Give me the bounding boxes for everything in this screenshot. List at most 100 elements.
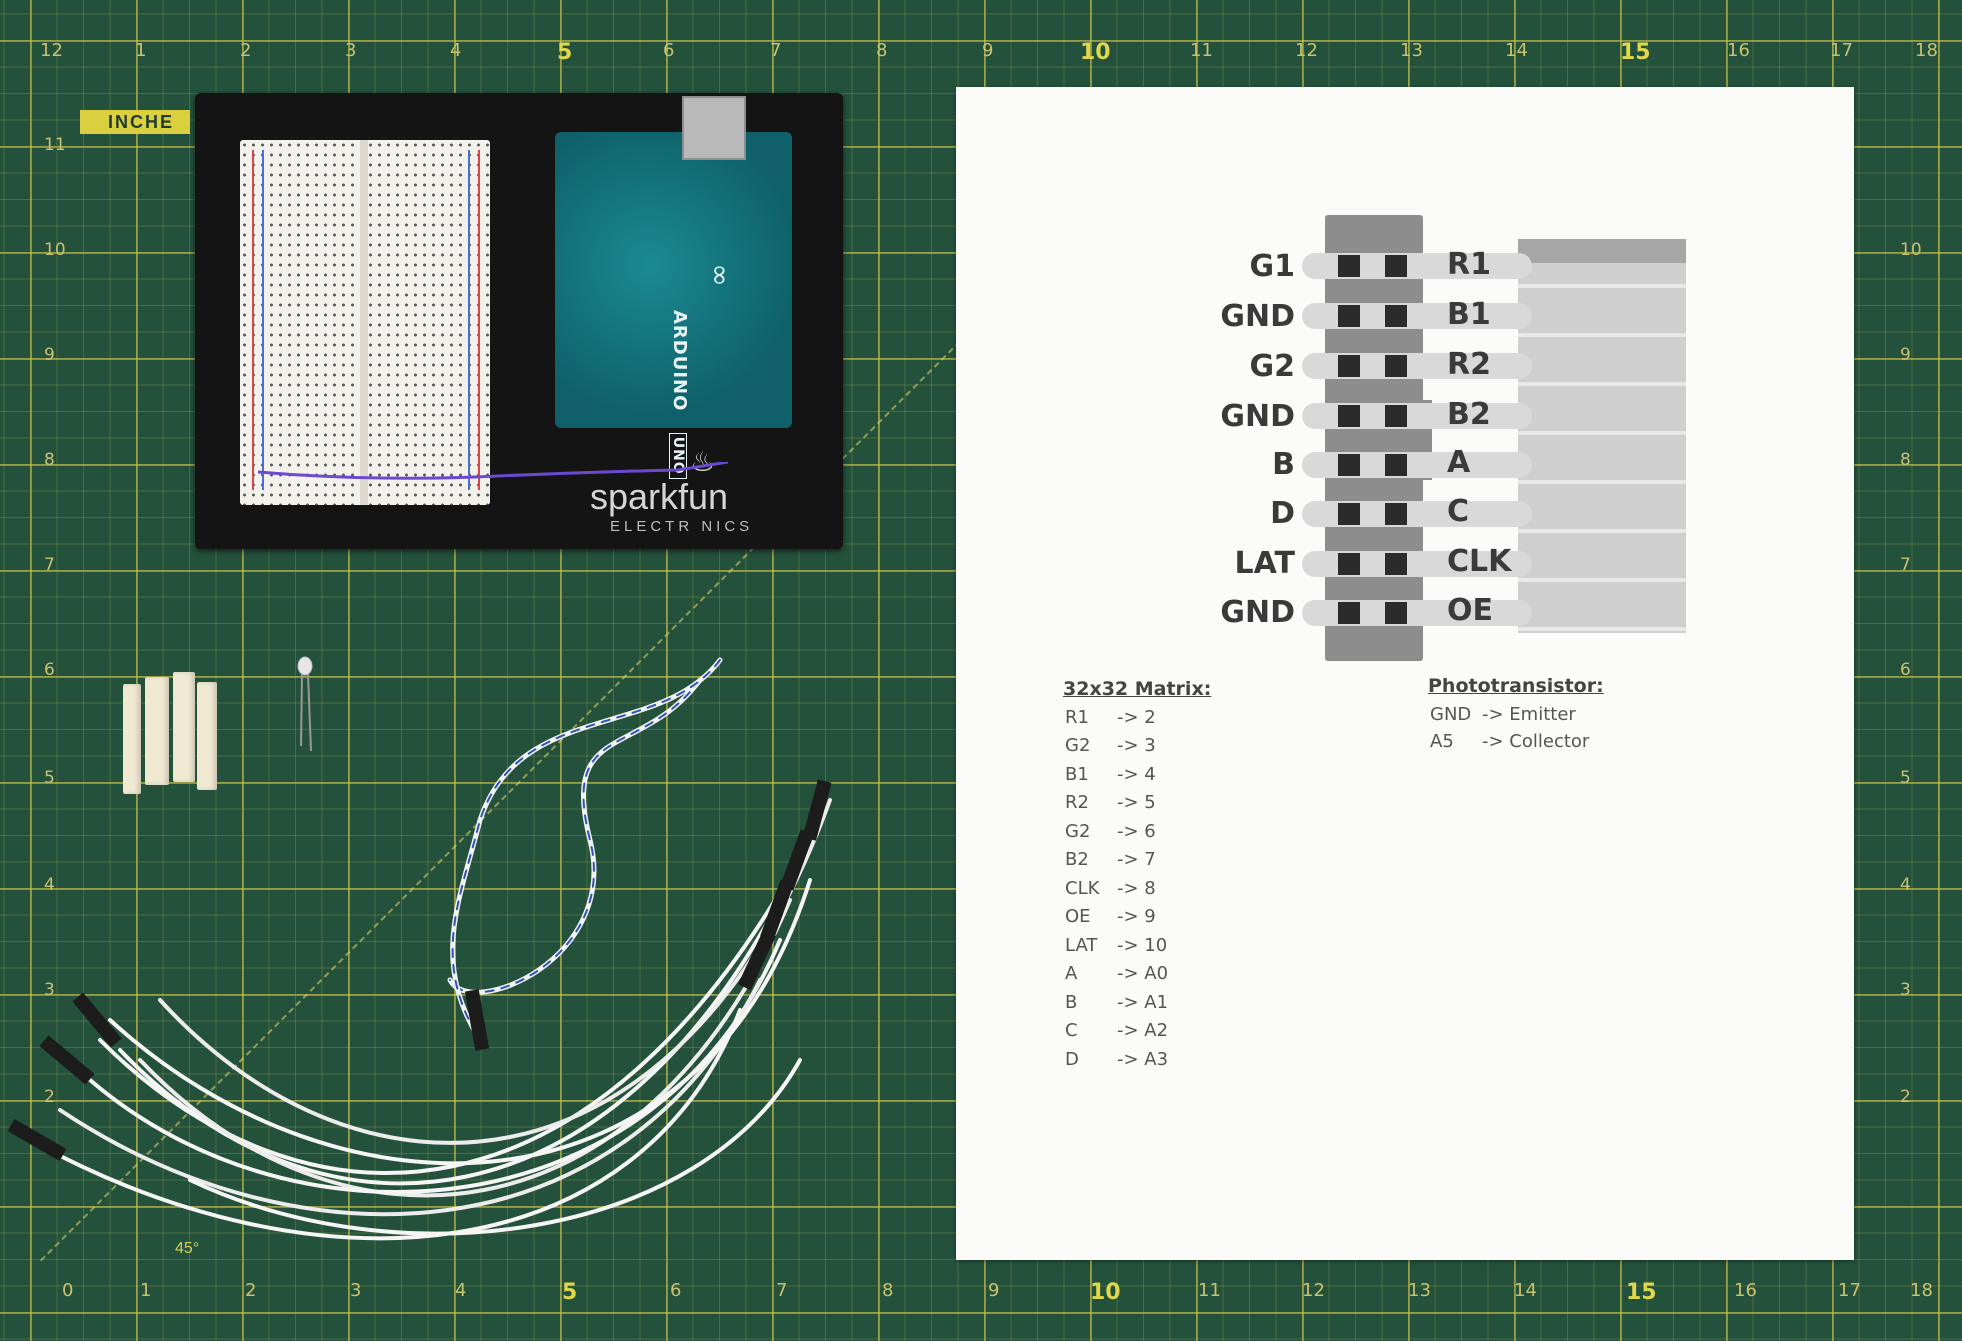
pin-label-left: G2 [1249,349,1296,384]
ruler-bottom-mark: 2 [245,1280,257,1301]
pin-label-left: G1 [1249,249,1296,284]
ribbon-cable [1518,239,1686,633]
header-pin [1385,255,1407,277]
matrix-signal: CLK [1065,878,1100,899]
usb-port [682,96,746,160]
header-pin [1338,553,1360,575]
matrix-signal: G2 [1065,821,1091,842]
phototransistor-pin: -> Emitter [1482,704,1576,725]
header-pin [1385,405,1407,427]
breadboard-power-rail [252,150,254,490]
header-pin [1385,602,1407,624]
pin-label-left: D [1270,496,1295,531]
ruler-bottom-mark: 7 [776,1280,788,1301]
matrix-pin: -> 10 [1117,935,1168,956]
matrix-map-row: A-> A0 [1065,963,1168,984]
brand-subtitle: ELECTR NICS [610,518,754,535]
ruler-left-mark: 9 [44,345,55,365]
matrix-map-row: D-> A3 [1065,1049,1168,1070]
header-pin [1338,355,1360,377]
ruler-bottom-mark: 14 [1514,1280,1537,1301]
ruler-top-mark: 14 [1505,40,1528,61]
ruler-bottom: 0 1 2 3 4 5 6 7 8 9 10 11 12 13 14 15 16… [30,1280,1933,1306]
matrix-map-row: G2 -> 3 [1065,735,1156,756]
pin-label-right: OE [1447,593,1493,628]
ruler-left-mark: 6 [44,660,55,680]
ruler-top-mark: 11 [1190,40,1213,61]
ruler-top-mark: 12 [40,40,63,61]
ruler-top-mark: 5 [557,40,573,65]
matrix-pin: -> 7 [1117,849,1156,870]
matrix-map-row: B-> A1 [1065,992,1168,1013]
ruler-left-mark: 4 [44,875,55,895]
ruler-bottom-mark: 8 [882,1280,894,1301]
breadboard-power-rail [478,150,480,490]
matrix-signal: G2 [1065,735,1091,756]
ruler-top-mark: 16 [1727,40,1750,61]
matrix-signal: D [1065,1049,1079,1070]
matrix-map-row: R2-> 5 [1065,792,1156,813]
breadboard-center-gap [360,140,368,505]
matrix-pin: -> 4 [1117,764,1156,785]
ruler-left-mark: 5 [44,768,55,788]
jumper-wires [7,657,832,1241]
matrix-map-row: OE-> 9 [1065,906,1156,927]
sparkfun-flame-icon: ♨ [690,445,716,478]
ruler-right-mark: 10 [1900,240,1922,260]
ruler-top-mark: 6 [663,40,675,61]
arduino-board [555,132,792,428]
pin-label-right: C [1447,494,1470,529]
ruler-right-mark: 5 [1900,768,1911,788]
inches-tag: INCHE [80,110,190,134]
matrix-section-title: 32x32 Matrix: [1063,678,1212,700]
ruler-bottom-mark: 3 [350,1280,362,1301]
ruler-bottom-mark: 17 [1838,1280,1861,1301]
ruler-left-mark: 7 [44,555,55,575]
ruler-left-mark: 3 [44,980,55,1000]
phototransistor-section-title: Phototransistor: [1428,675,1604,697]
ruler-bottom-mark: 15 [1626,1280,1657,1305]
ruler-top-mark: 1 [135,40,147,61]
header-pin [1385,355,1407,377]
matrix-map-row: CLK -> 8 [1065,878,1156,899]
pin-label-right: CLK [1447,544,1512,579]
matrix-map-row: LAT-> 10 [1065,935,1167,956]
nylon-standoff [145,677,169,785]
matrix-pin: -> 2 [1117,707,1156,728]
header-pin [1338,602,1360,624]
breadboard-ground-rail [468,150,470,490]
pin-label-left: LAT [1234,546,1295,581]
angle-label: 45° [175,1240,200,1257]
pin-label-right: R1 [1447,247,1491,282]
matrix-signal: B1 [1065,764,1089,785]
ruler-left-mark: 2 [44,1087,55,1107]
purple-jumper-wire [258,462,728,480]
ruler-top-mark: 18 [1915,40,1938,61]
ruler-top-mark: 2 [240,40,252,61]
matrix-pin: -> A1 [1117,992,1169,1013]
ruler-top-mark: 9 [982,40,994,61]
matrix-signal: B2 [1065,849,1089,870]
pin-label-right: R2 [1447,347,1491,382]
matrix-map-row: G2-> 6 [1065,821,1156,842]
nylon-standoff [197,682,217,790]
header-pin [1338,305,1360,327]
brand-name: sparkfun [590,476,729,517]
ruler-top: 12 1 2 3 4 5 6 7 8 9 10 11 12 13 14 15 1… [30,40,1938,66]
pin-label-right: B1 [1447,297,1491,332]
matrix-map-row: C-> A2 [1065,1020,1168,1041]
ruler-right-mark: 7 [1900,555,1911,575]
ruler-right-mark: 4 [1900,875,1911,895]
ruler-bottom-mark: 9 [988,1280,1000,1301]
matrix-pin: -> 8 [1117,878,1156,899]
ruler-bottom-mark: 6 [670,1280,682,1301]
arduino-label-text: ARDUINO [669,310,690,412]
ruler-left: 11 10 9 8 7 6 5 4 3 2 [44,40,74,1300]
ruler-right-mark: 8 [1900,450,1911,470]
phototransistor-pin: -> Collector [1482,731,1590,752]
header-pin [1338,454,1360,476]
matrix-map-row: R1-> 2 [1065,707,1156,728]
ruler-top-mark: 17 [1830,40,1853,61]
matrix-map-row: B2 -> 7 [1065,849,1156,870]
matrix-pin: -> 3 [1117,735,1156,756]
